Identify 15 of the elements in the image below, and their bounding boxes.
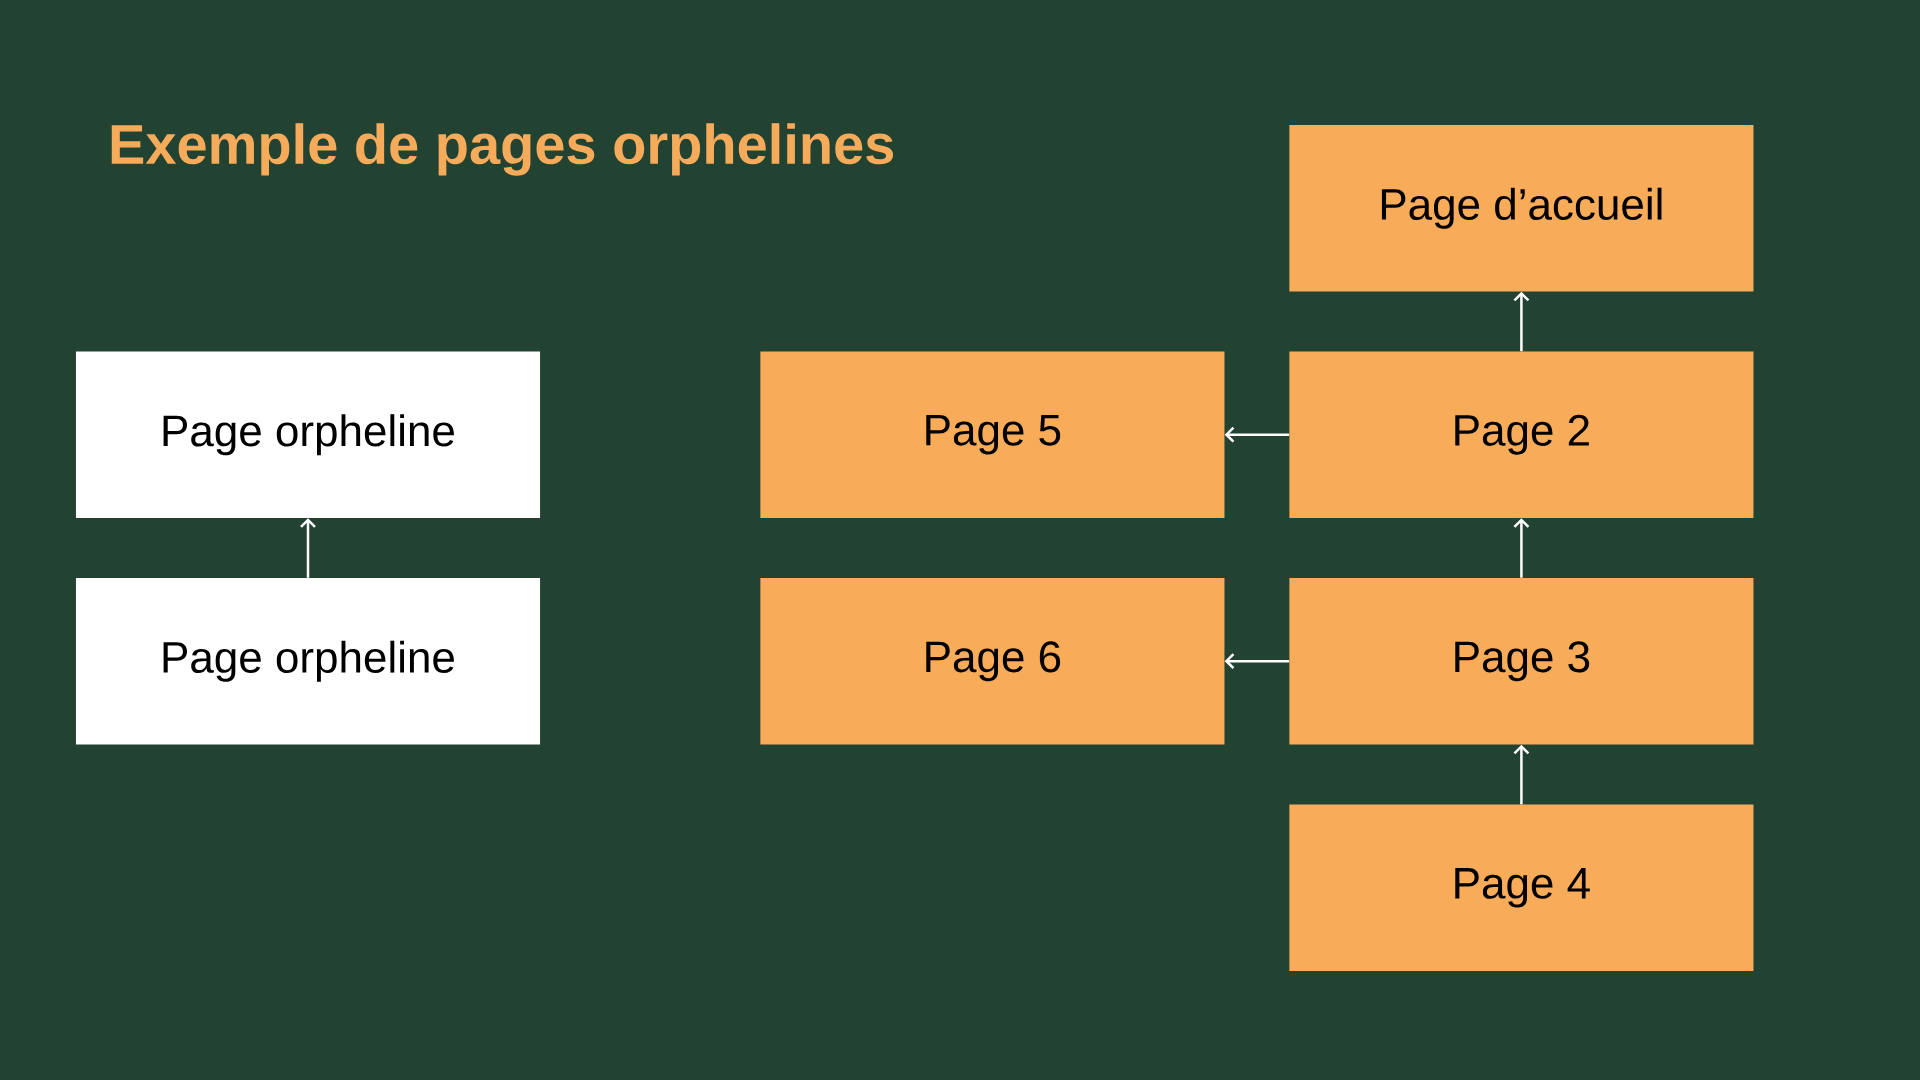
arrow — [1224, 426, 1290, 443]
page-box: Page 6 — [760, 577, 1225, 745]
orphan-page-box: Page orpheline — [75, 351, 541, 518]
page-box: Page 4 — [1289, 804, 1754, 972]
arrow — [1513, 291, 1530, 352]
page-box: Page 3 — [1289, 577, 1754, 745]
title: Exemple de pages orphelines — [111, 123, 894, 176]
page-box: Page 2 — [1289, 351, 1754, 518]
page-box: Page d’accueil — [1289, 124, 1754, 292]
page-box: Page 5 — [760, 351, 1225, 518]
arrow — [1224, 653, 1290, 670]
arrow — [300, 518, 316, 578]
arrow — [1513, 518, 1530, 578]
arrow — [1513, 744, 1530, 805]
orphan-page-box: Page orpheline — [75, 577, 541, 745]
